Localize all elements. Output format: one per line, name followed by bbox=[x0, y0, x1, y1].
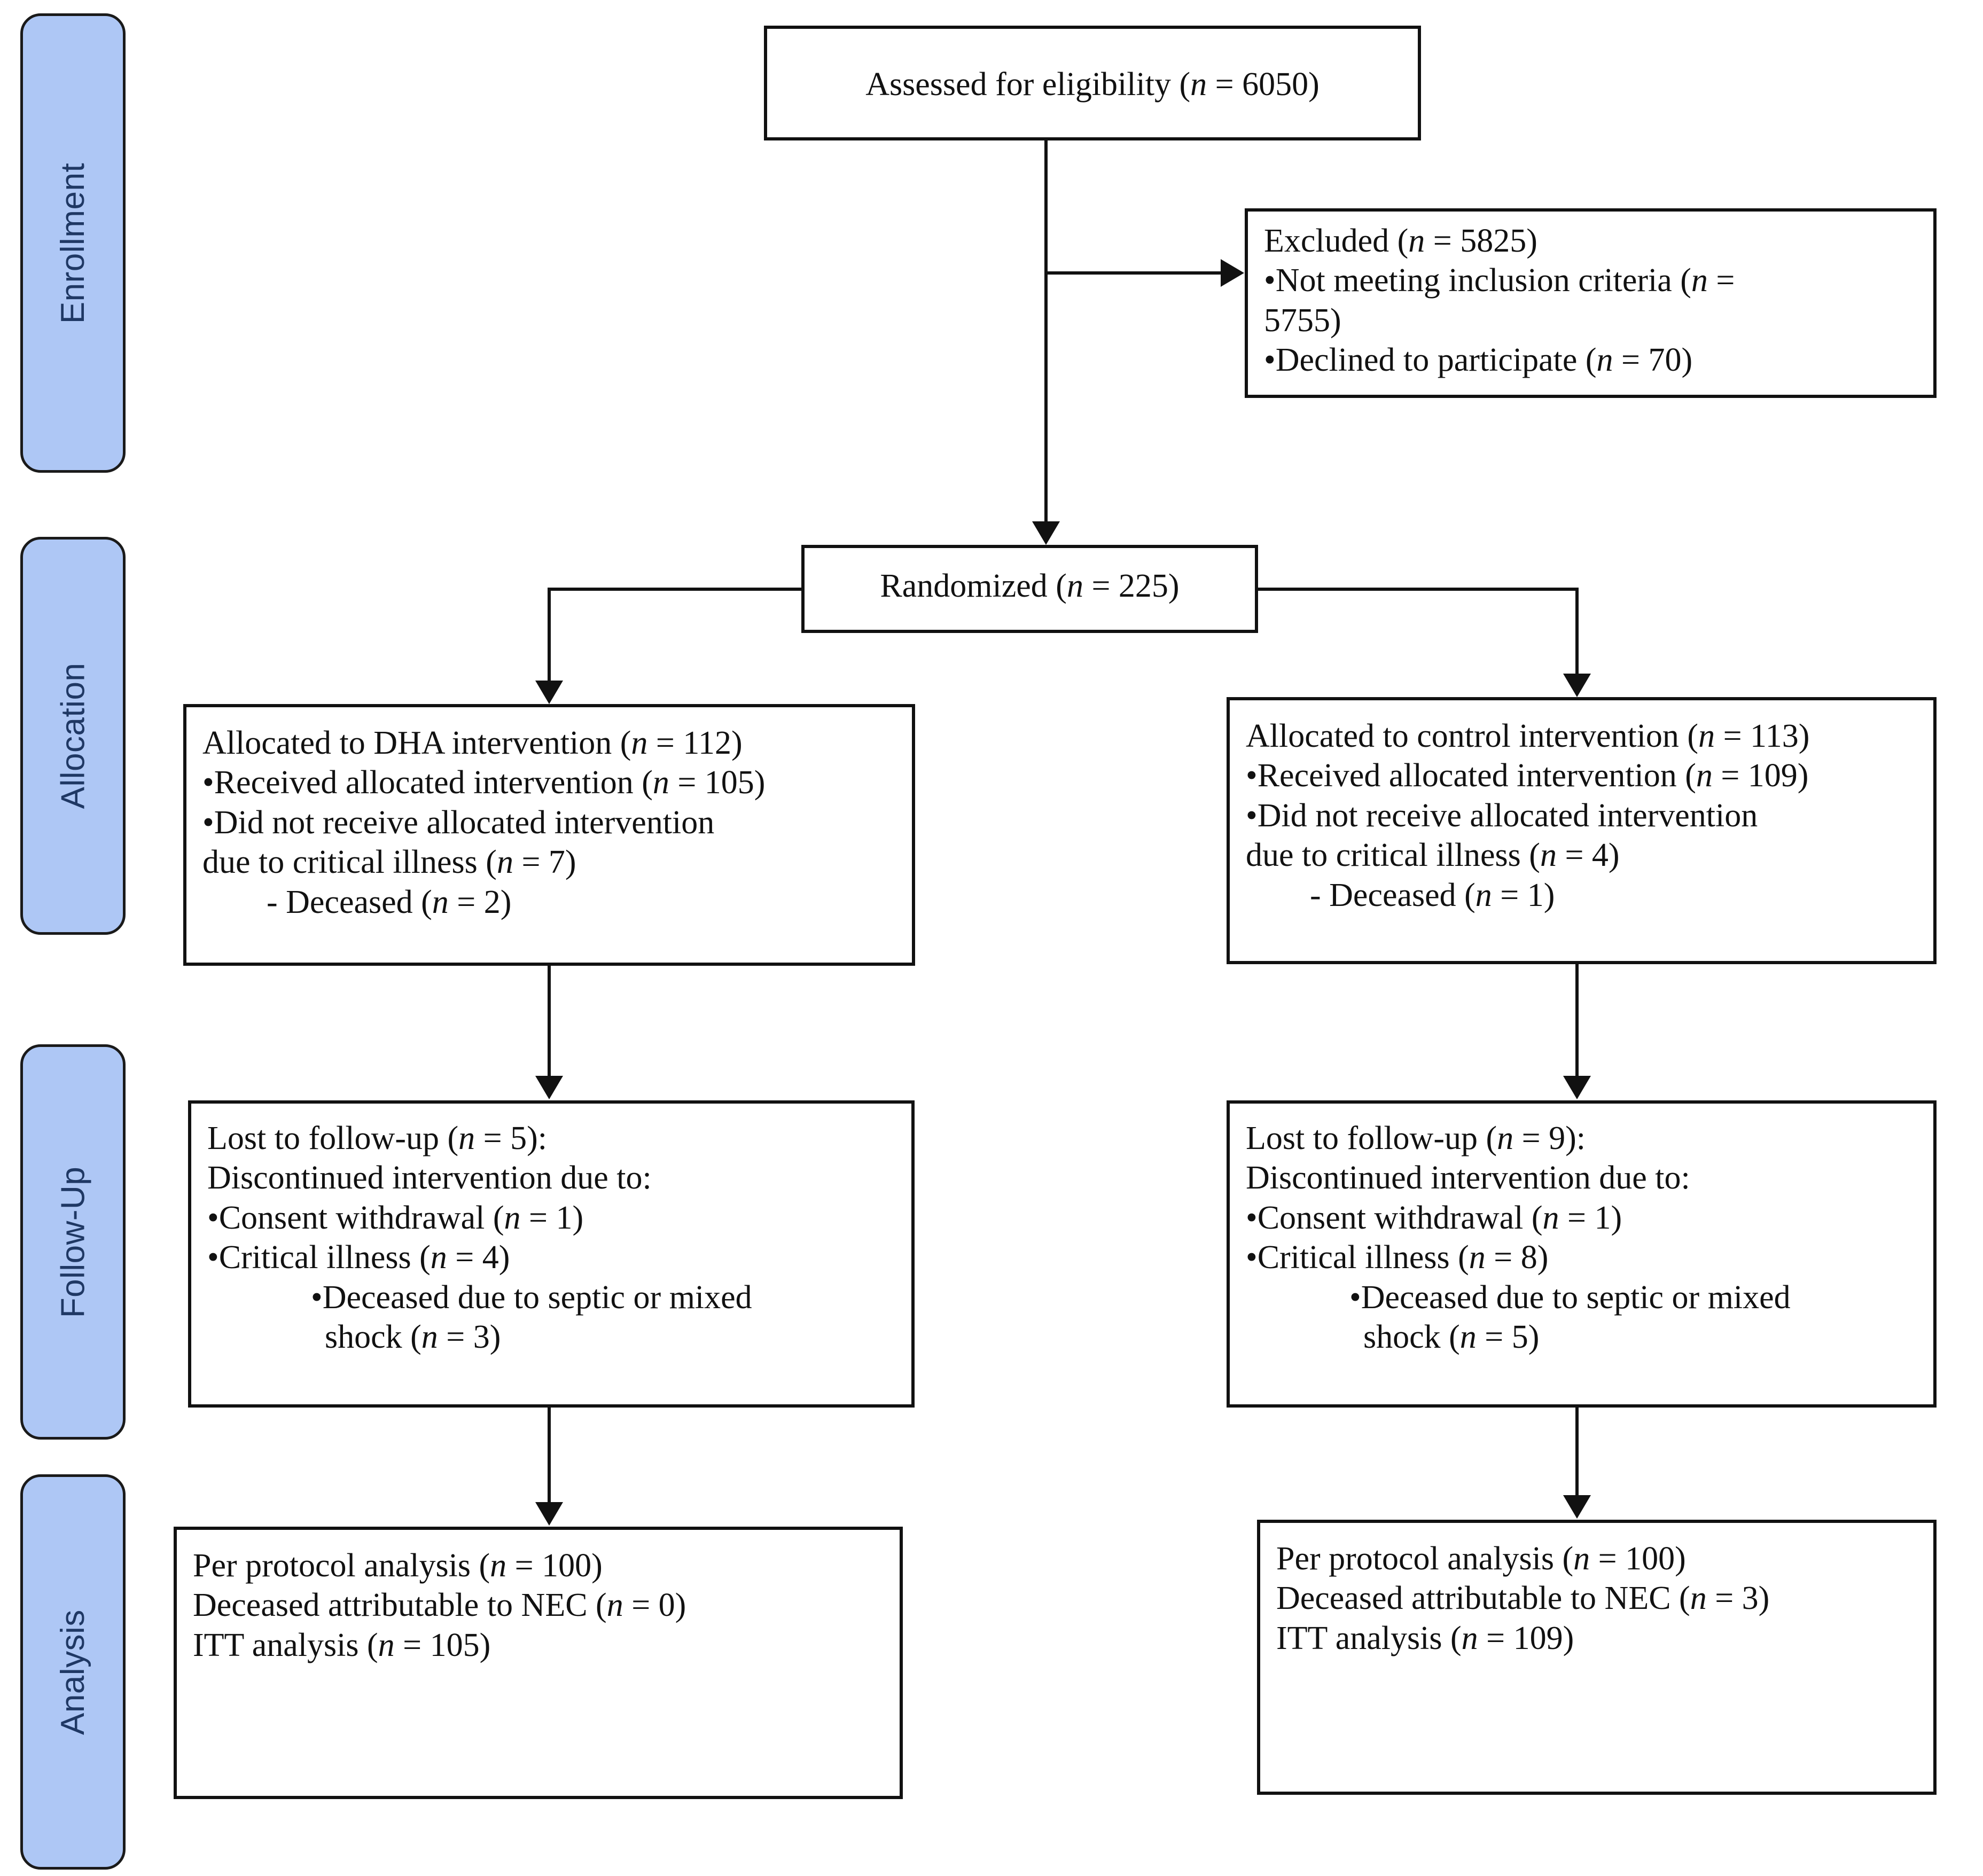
box-followup-control-line-6: shock (n = 5) bbox=[1363, 1318, 1540, 1355]
box-excluded-line-1: Excluded (n = 5825) bbox=[1264, 223, 1537, 259]
arrowhead-randomized-to-alloc-dha bbox=[535, 681, 563, 704]
box-followup-control-line-4: •Critical illness (n = 8) bbox=[1246, 1239, 1549, 1276]
box-analysis-control-line-1: Per protocol analysis (n = 100) bbox=[1276, 1541, 1686, 1577]
box-allocated-dha-line-1: Allocated to DHA intervention (n = 112) bbox=[202, 725, 743, 761]
arrowhead-followup-dha-to-analysis bbox=[535, 1502, 563, 1526]
box-excluded-line-3: 5755) bbox=[1264, 302, 1341, 339]
arrowhead-randomized-to-alloc-control bbox=[1563, 674, 1591, 697]
box-followup-control-line-1: Lost to follow-up (n = 9): bbox=[1246, 1120, 1586, 1156]
box-analysis-dha-line-2: Deceased attributable to NEC (n = 0) bbox=[193, 1587, 686, 1624]
box-allocated-control-line-1: Allocated to control intervention (n = 1… bbox=[1246, 718, 1810, 754]
box-followup-dha-line-1: Lost to follow-up (n = 5): bbox=[207, 1120, 547, 1156]
box-allocated-dha-line-4: due to critical illness (n = 7) bbox=[202, 844, 576, 881]
box-followup-dha-line-6: shock (n = 3) bbox=[325, 1318, 501, 1355]
stage-label-enrollment-text: Enrollment bbox=[54, 162, 92, 324]
box-followup-dha-line-2: Discontinued intervention due to: bbox=[207, 1160, 652, 1197]
stage-label-allocation: Allocation bbox=[20, 537, 126, 935]
box-allocated-control-line-4: due to critical illness (n = 4) bbox=[1246, 837, 1620, 874]
arrowhead-followup-control-to-analysis bbox=[1563, 1495, 1591, 1519]
box-allocated-dha: Allocated to DHA intervention (n = 112) … bbox=[183, 704, 915, 966]
stage-label-followup: Follow-Up bbox=[20, 1044, 126, 1440]
box-analysis-dha-line-3: ITT analysis (n = 105) bbox=[193, 1627, 491, 1663]
connector-alloc-dha-to-followup bbox=[548, 966, 551, 1077]
box-allocated-control-line-5: - Deceased (n = 1) bbox=[1310, 877, 1555, 913]
connector-assessed-trunk bbox=[1044, 140, 1048, 522]
box-assessed-for-eligibility: Assessed for eligibility (n = 6050) bbox=[764, 26, 1421, 140]
arrowhead-alloc-dha-to-followup bbox=[535, 1076, 563, 1099]
box-followup-dha-line-5: •Deceased due to septic or mixed bbox=[311, 1279, 752, 1316]
box-followup-control: Lost to follow-up (n = 9): Discontinued … bbox=[1227, 1100, 1937, 1408]
box-analysis-dha: Per protocol analysis (n = 100) Deceased… bbox=[174, 1527, 903, 1799]
box-followup-control-line-2: Discontinued intervention due to: bbox=[1246, 1160, 1690, 1197]
connector-followup-dha-to-analysis bbox=[548, 1408, 551, 1503]
connector-randomized-left-vertical bbox=[548, 588, 551, 682]
connector-randomized-left-horizontal bbox=[548, 588, 803, 591]
box-allocated-control-line-2: •Received allocated intervention (n = 10… bbox=[1246, 757, 1809, 794]
box-assessed-line-1: Assessed for eligibility (n = 6050) bbox=[865, 66, 1320, 103]
stage-label-enrollment: Enrollment bbox=[20, 13, 126, 473]
box-allocated-dha-line-2: •Received allocated intervention (n = 10… bbox=[202, 764, 766, 801]
box-excluded-line-4: •Declined to participate (n = 70) bbox=[1264, 342, 1693, 379]
connector-assessed-to-excluded bbox=[1044, 271, 1221, 275]
stage-label-analysis: Analysis bbox=[20, 1474, 126, 1870]
stage-label-followup-text: Follow-Up bbox=[54, 1166, 91, 1318]
box-allocated-control-line-3: •Did not receive allocated intervention bbox=[1246, 797, 1758, 834]
connector-randomized-right-vertical bbox=[1575, 588, 1579, 675]
stage-label-analysis-text: Analysis bbox=[54, 1609, 91, 1735]
arrowhead-assessed-to-randomized bbox=[1032, 521, 1060, 545]
box-followup-dha-line-4: •Critical illness (n = 4) bbox=[207, 1239, 510, 1276]
box-allocated-control: Allocated to control intervention (n = 1… bbox=[1227, 697, 1937, 964]
box-analysis-control: Per protocol analysis (n = 100) Deceased… bbox=[1257, 1520, 1937, 1795]
connector-alloc-control-to-followup bbox=[1575, 964, 1579, 1077]
box-analysis-control-line-3: ITT analysis (n = 109) bbox=[1276, 1620, 1574, 1656]
box-followup-control-line-5: •Deceased due to septic or mixed bbox=[1349, 1279, 1791, 1316]
arrowhead-to-excluded bbox=[1221, 259, 1244, 287]
box-excluded-line-2: •Not meeting inclusion criteria (n = bbox=[1264, 262, 1735, 299]
box-followup-control-line-3: •Consent withdrawal (n = 1) bbox=[1246, 1199, 1622, 1236]
connector-followup-control-to-analysis bbox=[1575, 1408, 1579, 1496]
box-randomized-line-1: Randomized (n = 225) bbox=[880, 568, 1180, 604]
stage-label-allocation-text: Allocation bbox=[54, 662, 92, 809]
box-excluded: Excluded (n = 5825) •Not meeting inclusi… bbox=[1245, 208, 1937, 398]
connector-randomized-right-horizontal bbox=[1256, 588, 1579, 591]
box-followup-dha: Lost to follow-up (n = 5): Discontinued … bbox=[188, 1100, 915, 1408]
box-analysis-dha-line-1: Per protocol analysis (n = 100) bbox=[193, 1547, 603, 1584]
box-randomized: Randomized (n = 225) bbox=[801, 545, 1258, 633]
box-followup-dha-line-3: •Consent withdrawal (n = 1) bbox=[207, 1199, 584, 1236]
arrowhead-alloc-control-to-followup bbox=[1563, 1076, 1591, 1099]
box-allocated-dha-line-5: - Deceased (n = 2) bbox=[267, 884, 512, 920]
box-analysis-control-line-2: Deceased attributable to NEC (n = 3) bbox=[1276, 1580, 1770, 1617]
box-allocated-dha-line-3: •Did not receive allocated intervention bbox=[202, 804, 715, 841]
